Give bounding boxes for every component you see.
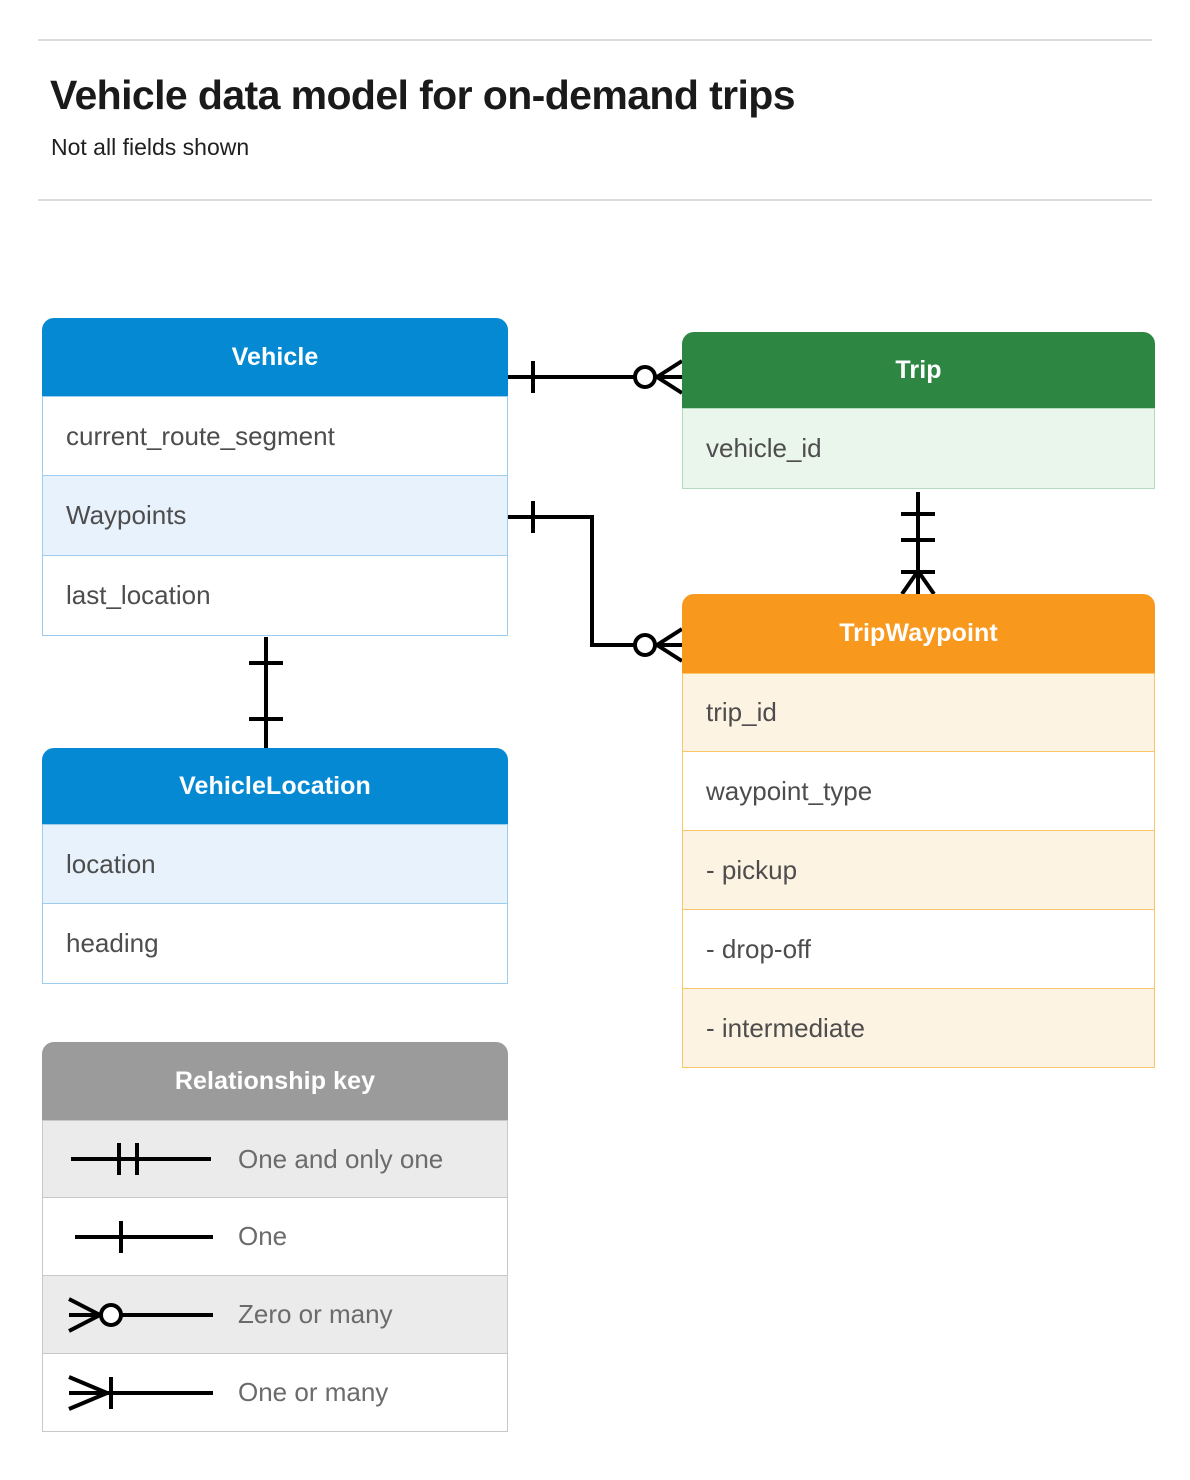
- field-row[interactable]: Waypoints: [42, 476, 508, 556]
- legend-rows: One and only one One: [42, 1120, 508, 1432]
- entity-vehicle[interactable]: Vehicle current_route_segment Waypoints …: [42, 318, 508, 636]
- entity-tripwaypoint[interactable]: TripWaypoint trip_id waypoint_type - pic…: [682, 594, 1155, 1068]
- entity-vehiclelocation[interactable]: VehicleLocation location heading: [42, 748, 508, 984]
- relationship-key-legend[interactable]: Relationship key One and only one: [42, 1042, 508, 1432]
- entity-trip[interactable]: Trip vehicle_id: [682, 332, 1155, 489]
- field-row[interactable]: trip_id: [682, 673, 1155, 752]
- connector-vehicle-trip: [508, 359, 684, 395]
- field-row[interactable]: - intermediate: [682, 989, 1155, 1068]
- entity-vehiclelocation-fields: location heading: [42, 824, 508, 984]
- field-row[interactable]: - drop-off: [682, 910, 1155, 989]
- entity-vehicle-title: Vehicle: [42, 318, 508, 396]
- bottom-divider: [38, 199, 1152, 201]
- legend-label: One and only one: [238, 1143, 444, 1174]
- one-or-many-icon: [43, 1354, 238, 1431]
- field-row[interactable]: current_route_segment: [42, 396, 508, 476]
- legend-title: Relationship key: [42, 1042, 508, 1120]
- connector-trip-tripwaypoint: [900, 492, 936, 596]
- field-row[interactable]: heading: [42, 904, 508, 984]
- legend-row[interactable]: Zero or many: [42, 1276, 508, 1354]
- one-and-only-one-icon: [43, 1121, 238, 1197]
- top-divider: [38, 39, 1152, 41]
- entity-vehicle-fields: current_route_segment Waypoints last_loc…: [42, 396, 508, 636]
- entity-trip-title: Trip: [682, 332, 1155, 408]
- entity-trip-fields: vehicle_id: [682, 408, 1155, 489]
- page-title: Vehicle data model for on-demand trips: [50, 72, 796, 118]
- legend-row[interactable]: One: [42, 1198, 508, 1276]
- connector-vehicle-vehiclelocation: [249, 637, 283, 748]
- connector-waypoints-tripwaypoint: [508, 501, 684, 663]
- entity-vehiclelocation-title: VehicleLocation: [42, 748, 508, 824]
- legend-label: One: [238, 1221, 288, 1251]
- field-row[interactable]: - pickup: [682, 831, 1155, 910]
- field-row[interactable]: location: [42, 824, 508, 904]
- legend-label: One or many: [238, 1377, 389, 1407]
- entity-tripwaypoint-fields: trip_id waypoint_type - pickup - drop-of…: [682, 673, 1155, 1068]
- zero-or-many-icon: [43, 1276, 238, 1353]
- legend-row[interactable]: One and only one: [42, 1120, 508, 1198]
- field-row[interactable]: waypoint_type: [682, 752, 1155, 831]
- entity-tripwaypoint-title: TripWaypoint: [682, 594, 1155, 673]
- field-row[interactable]: last_location: [42, 556, 508, 636]
- field-row[interactable]: vehicle_id: [682, 408, 1155, 489]
- legend-label: Zero or many: [238, 1299, 393, 1329]
- legend-row[interactable]: One or many: [42, 1354, 508, 1432]
- one-icon: [43, 1198, 238, 1275]
- page-subtitle: Not all fields shown: [51, 134, 250, 160]
